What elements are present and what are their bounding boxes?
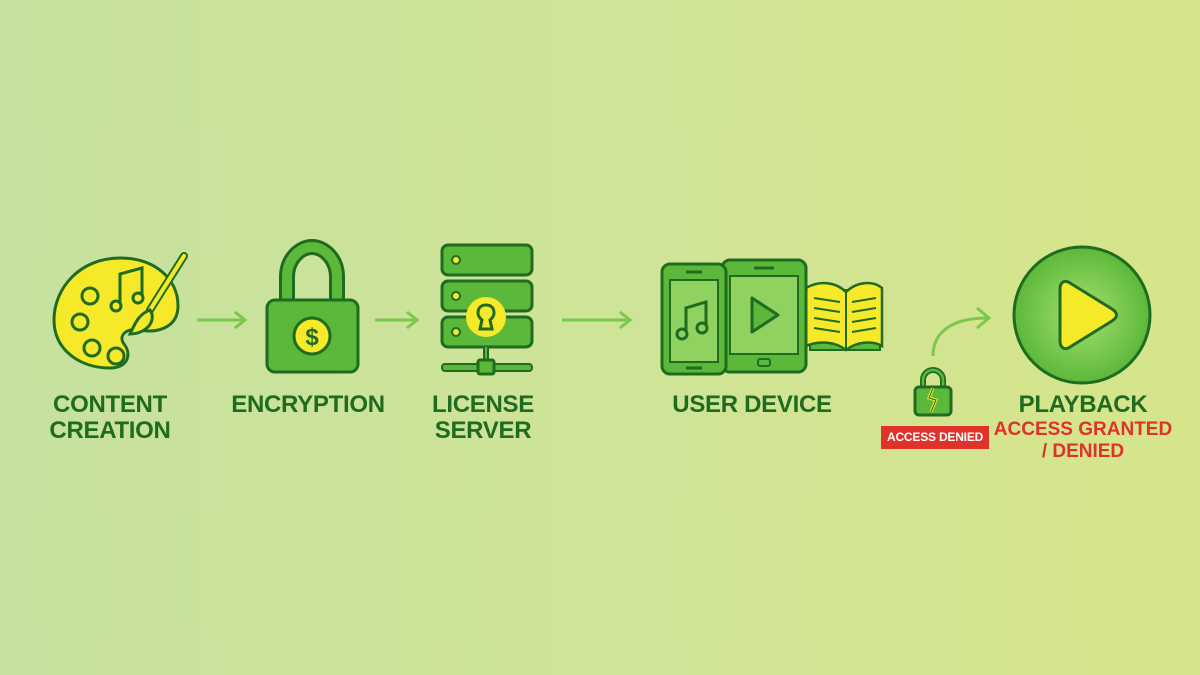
padlock-dollar-icon: $ — [265, 238, 360, 374]
svg-text:$: $ — [305, 324, 319, 351]
step-label: SERVER — [434, 417, 532, 444]
step-label: USER DEVICE — [672, 391, 832, 418]
access-status-text: / DENIED — [1041, 441, 1125, 462]
step-label: PLAYBACK — [1018, 391, 1148, 418]
palette-music-icon — [52, 252, 188, 370]
server-keyhole-icon — [440, 243, 534, 376]
broken-lock-icon — [913, 366, 953, 417]
curved-arrow-icon — [931, 306, 992, 357]
devices-book-icon — [660, 258, 884, 376]
step-label: CREATION — [49, 417, 171, 444]
step-label: LICENSE — [432, 391, 534, 418]
arrow-1-icon — [197, 310, 248, 330]
arrow-3-icon — [562, 310, 633, 330]
play-button-icon — [1012, 245, 1152, 385]
step-label: ENCRYPTION — [231, 391, 385, 418]
arrow-2-icon — [375, 310, 420, 330]
step-label: CONTENT — [53, 391, 167, 418]
access-status-text: ACCESS GRANTED — [993, 419, 1173, 440]
access-denied-badge: ACCESS DENIED — [881, 426, 990, 449]
